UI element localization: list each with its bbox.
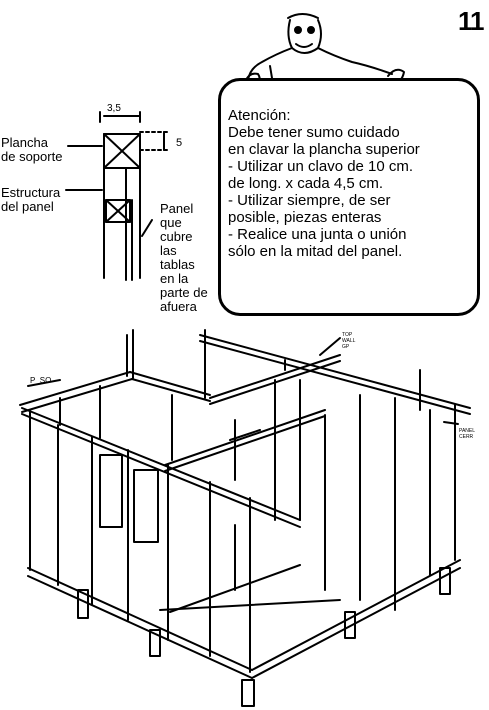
- label-panel: Panel que cubre las tablas en la parte d…: [160, 201, 208, 314]
- attention-line: posible, piezas enteras: [228, 209, 382, 226]
- attention-callout-box: [218, 78, 480, 316]
- attention-title: Atención:: [228, 107, 291, 124]
- label-right: PANEL CERR: [459, 428, 476, 440]
- attention-line: de long. x cada 4,5 cm.: [228, 175, 384, 192]
- attention-line: en clavar la plancha superior: [228, 141, 420, 158]
- dimension-height: 5: [176, 137, 183, 149]
- label-plancha: Plancha de soporte: [1, 135, 63, 164]
- house-frame: [19, 329, 471, 707]
- page-number: 11: [458, 6, 484, 36]
- dimension-width: 3,5: [107, 103, 121, 114]
- attention-line: - Utilizar siempre, de ser: [228, 192, 391, 209]
- attention-callout-text: Atención: Debe tener sumo cuidado en cla…: [228, 107, 478, 260]
- attention-line: - Realice una junta o unión: [228, 226, 407, 243]
- cartoon-character: [245, 13, 405, 85]
- wall-section-detail: [65, 111, 169, 281]
- attention-line: Debe tener sumo cuidado: [228, 124, 400, 141]
- label-top-wall: TOP WALL GP: [342, 332, 356, 350]
- attention-line: - Utilizar un clavo de 10 cm.: [228, 158, 414, 175]
- attention-line: sólo en la mitad del panel.: [228, 243, 403, 260]
- label-left: P_SO: [30, 376, 52, 385]
- label-estructura: Estructura del panel: [1, 185, 61, 214]
